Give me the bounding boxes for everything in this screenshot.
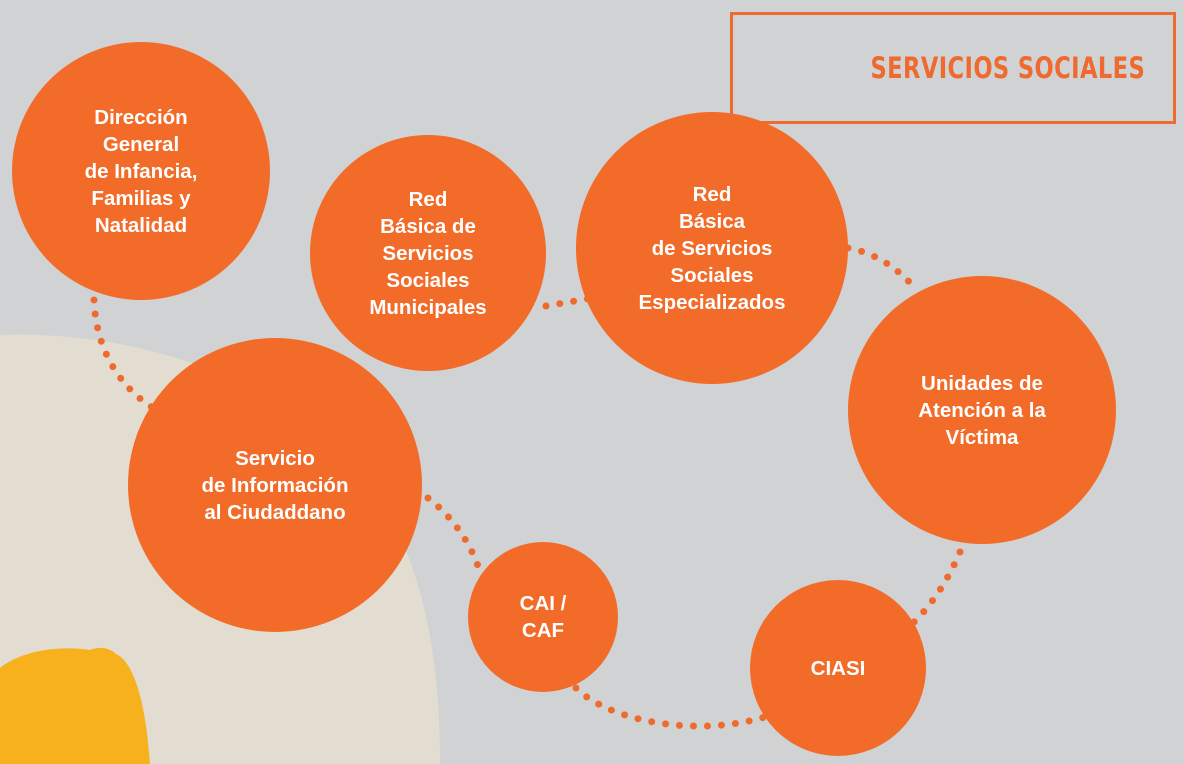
page-title: SERVICIOS SOCIALES bbox=[870, 51, 1145, 85]
node-label: Dirección General de Infancia, Familias … bbox=[84, 105, 198, 237]
node-direccion-general: Dirección General de Infancia, Familias … bbox=[12, 42, 270, 300]
node-servicio-informacion: Servicio de Información al Ciudaddano bbox=[128, 338, 422, 632]
decorative-yellow-shape bbox=[0, 647, 150, 764]
connector-direccion-servicio bbox=[90, 296, 164, 416]
node-label: Red Básica de Servicios Sociales Especia… bbox=[638, 182, 786, 314]
node-label: Unidades de Atención a la Víctima bbox=[918, 371, 1046, 449]
node-red-especializados: Red Básica de Servicios Sociales Especia… bbox=[576, 112, 848, 384]
connector-especializados-unidades bbox=[844, 244, 916, 289]
node-label: Servicio de Información al Ciudaddano bbox=[201, 446, 349, 524]
connector-municipales-especializados bbox=[542, 292, 608, 310]
node-unidades-victima: Unidades de Atención a la Víctima bbox=[848, 276, 1116, 544]
connector-cai-ciasi bbox=[572, 684, 772, 730]
node-red-municipales: Red Básica de Servicios Sociales Municip… bbox=[310, 135, 546, 371]
connector-servicio-cai bbox=[424, 494, 484, 576]
node-label: CAI / CAF bbox=[519, 592, 567, 642]
node-label: Red Básica de Servicios Sociales Municip… bbox=[369, 187, 487, 319]
connector-unidades-ciasi bbox=[908, 548, 964, 628]
node-ciasi: CIASI bbox=[750, 580, 926, 756]
node-label: CIASI bbox=[810, 656, 866, 680]
node-cai-caf: CAI / CAF bbox=[468, 542, 618, 692]
title-box: SERVICIOS SOCIALES bbox=[730, 12, 1176, 124]
